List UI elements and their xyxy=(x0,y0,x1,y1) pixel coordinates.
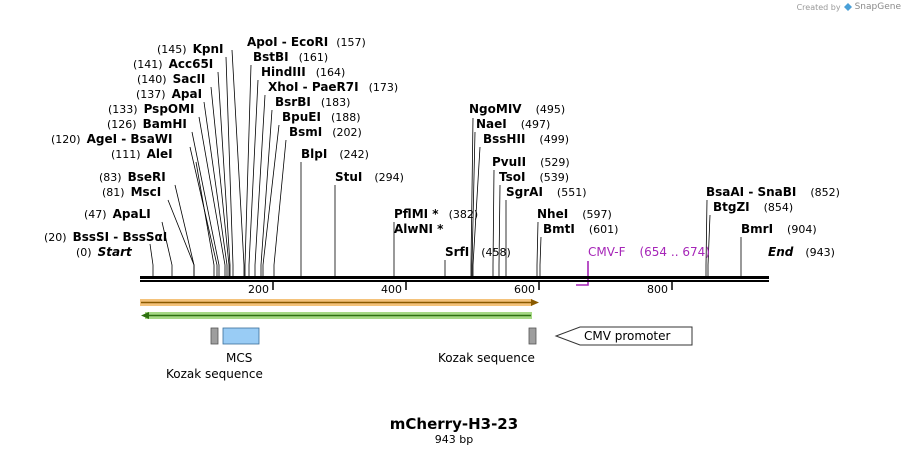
cut-site-line xyxy=(191,131,220,276)
end-label: End(943) xyxy=(768,245,835,259)
enzyme-label-sacii[interactable]: (140)SacII xyxy=(137,72,205,86)
enzyme-label-bsrbi[interactable]: BsrBI(183) xyxy=(275,95,350,109)
enzyme-label-stui[interactable]: StuI(294) xyxy=(335,170,404,184)
enzyme-label-btgzi[interactable]: BtgZI(854) xyxy=(713,200,793,214)
enzyme-label-bsmi[interactable]: BsmI(202) xyxy=(289,125,362,139)
ruler-ticks: 200 400 600 800 xyxy=(248,282,673,296)
credit-brand: SnapGene xyxy=(854,2,901,12)
backbone-bottom-strand xyxy=(140,280,769,282)
enzyme-label-apoi[interactable]: ApoI - EcoRI(157) xyxy=(247,35,366,49)
enzyme-label-bmri[interactable]: BmrI(904) xyxy=(741,222,817,236)
enzyme-label-ngomiv[interactable]: NgoMIV(495) xyxy=(469,102,565,116)
cut-site-line xyxy=(195,161,215,276)
enzyme-label-bsshii[interactable]: BssHII(499) xyxy=(483,132,569,146)
enzyme-label-pspomi[interactable]: (133)PspOMI xyxy=(108,102,195,116)
enzyme-label-msci[interactable]: (81)MscI xyxy=(102,185,161,199)
cmv-promoter-arrow[interactable] xyxy=(554,326,693,346)
cut-site-line xyxy=(189,146,218,276)
enzyme-label-bamhi[interactable]: (126)BamHI xyxy=(107,117,187,131)
enzyme-label-alwni[interactable]: AlwNI * xyxy=(394,222,444,236)
enzyme-label-alei[interactable]: (111)AleI xyxy=(111,147,173,161)
tick-label-800: 800 xyxy=(647,283,668,296)
enzyme-label-apali[interactable]: (47)ApaLI xyxy=(84,207,151,221)
mcs-label: MCS xyxy=(226,351,252,365)
cut-site-line xyxy=(210,86,230,276)
feature-reverse-green[interactable] xyxy=(141,312,532,319)
feature-forward-orange[interactable] xyxy=(140,299,539,306)
cut-site-line xyxy=(231,49,245,276)
cut-site-line xyxy=(539,236,542,276)
enzyme-label-blpi[interactable]: BlpI(242) xyxy=(301,147,369,161)
cut-site-line xyxy=(273,139,287,276)
enzyme-label-bmti[interactable]: BmtI(601) xyxy=(543,222,618,236)
cut-site-line xyxy=(262,124,280,276)
cut-site-line xyxy=(471,131,476,276)
primer-arrow xyxy=(576,261,589,286)
enzyme-label-acc65i[interactable]: (141)Acc65I xyxy=(133,57,213,71)
cmv-promoter-label: CMV promoter xyxy=(584,329,671,343)
start-label: (0)Start xyxy=(76,245,133,259)
cut-site-line xyxy=(707,214,711,276)
mcs-box[interactable] xyxy=(222,327,260,345)
map-length: 943 bp xyxy=(435,433,473,446)
cut-site-line xyxy=(705,199,708,276)
cut-site-line xyxy=(260,109,273,276)
cut-site-line xyxy=(174,184,195,276)
cut-site-line xyxy=(149,243,154,276)
tick-label-200: 200 xyxy=(248,283,269,296)
enzyme-labels: (20)BssSI - BssSαI (47)ApaLI (81)MscI (8… xyxy=(44,35,840,259)
credit-text: Created by xyxy=(796,2,841,12)
snapgene-logo-icon xyxy=(843,3,852,11)
cut-site-line xyxy=(470,117,474,276)
enzyme-label-xhoi[interactable]: XhoI - PaeR7I(173) xyxy=(268,80,398,94)
primer-label[interactable]: CMV-F(654 .. 674) xyxy=(588,245,710,259)
cut-site-line xyxy=(248,79,259,276)
enzyme-label-apai[interactable]: (137)ApaI xyxy=(136,87,202,101)
enzyme-label-nhei[interactable]: NheI(597) xyxy=(537,207,612,221)
enzyme-label-kpni[interactable]: (145)KpnI xyxy=(157,42,224,56)
enzyme-label-sgrai[interactable]: SgrAI(551) xyxy=(506,185,587,199)
enzyme-label-bseri[interactable]: (83)BseRI xyxy=(99,170,166,184)
cut-site-line xyxy=(254,94,266,276)
cut-site-line xyxy=(498,184,501,276)
cut-site-line xyxy=(536,221,539,276)
cut-site-line xyxy=(203,101,228,276)
enzyme-label-agei[interactable]: (120)AgeI - BsaWI xyxy=(51,132,173,146)
enzyme-label-bsaai[interactable]: BsaAI - SnaBI(852) xyxy=(706,185,840,199)
cut-site-line xyxy=(217,71,231,276)
enzyme-label-hindiii[interactable]: HindIII(164) xyxy=(261,65,345,79)
primer-cmv-f[interactable]: CMV-F(654 .. 674) xyxy=(576,245,710,286)
kozak-label-right: Kozak sequence xyxy=(438,351,535,365)
cut-site-line xyxy=(225,56,234,276)
backbone-top-strand xyxy=(140,276,769,279)
enzyme-label-pvuii[interactable]: PvuII(529) xyxy=(492,155,570,169)
enzyme-label-bstbi[interactable]: BstBI(161) xyxy=(253,50,328,64)
enzyme-label-srfi[interactable]: SrfI(458) xyxy=(445,245,511,259)
enzyme-label-pflmi[interactable]: PflMI *(382) xyxy=(394,207,478,221)
kozak-box-right[interactable] xyxy=(528,327,537,345)
tick-label-400: 400 xyxy=(381,283,402,296)
cut-site-line xyxy=(472,146,481,276)
cut-site-lines xyxy=(149,49,742,276)
enzyme-label-naei[interactable]: NaeI(497) xyxy=(476,117,550,131)
map-title: mCherry-H3-23 xyxy=(390,415,518,433)
cut-site-line xyxy=(492,169,495,276)
tick-label-600: 600 xyxy=(514,283,535,296)
kozak-box-left[interactable] xyxy=(210,327,219,345)
enzyme-label-tsoi[interactable]: TsoI(539) xyxy=(499,170,569,184)
enzyme-label-bsssi[interactable]: (20)BssSI - BssSαI xyxy=(44,230,167,244)
cut-site-line xyxy=(244,64,252,276)
cut-site-line xyxy=(198,116,226,276)
kozak-label-left: Kozak sequence xyxy=(166,367,263,381)
cut-site-line xyxy=(161,221,173,276)
snapgene-credit: Created by SnapGene xyxy=(797,2,901,12)
sequence-backbone xyxy=(140,276,769,282)
enzyme-label-bpuei[interactable]: BpuEI(188) xyxy=(282,110,361,124)
